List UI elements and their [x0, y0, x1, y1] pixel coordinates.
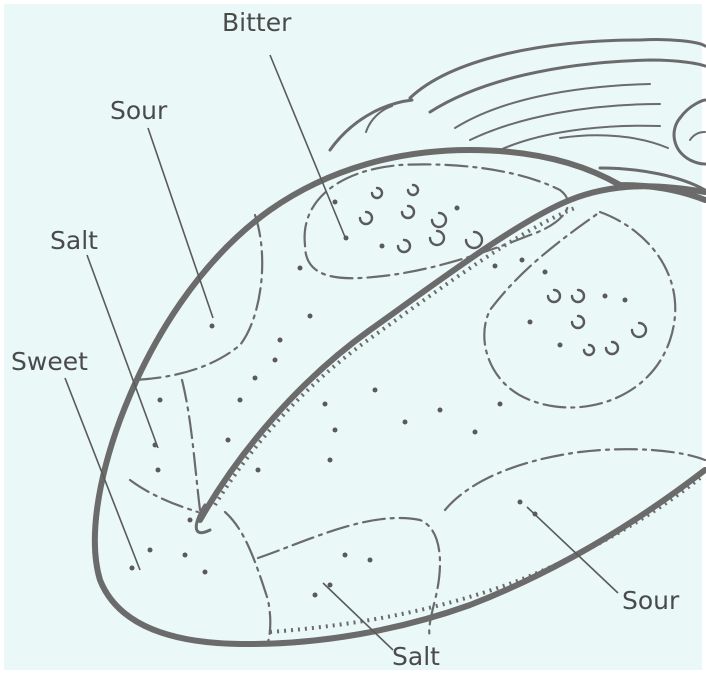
- label-sweet: Sweet: [11, 347, 88, 376]
- label-bitter: Bitter: [222, 8, 292, 37]
- label-sour-right: Sour: [622, 586, 680, 615]
- label-salt-bottom: Salt: [392, 642, 440, 671]
- background-panel: [4, 4, 702, 670]
- label-sour-left: Sour: [110, 96, 168, 125]
- label-salt-left: Salt: [50, 226, 98, 255]
